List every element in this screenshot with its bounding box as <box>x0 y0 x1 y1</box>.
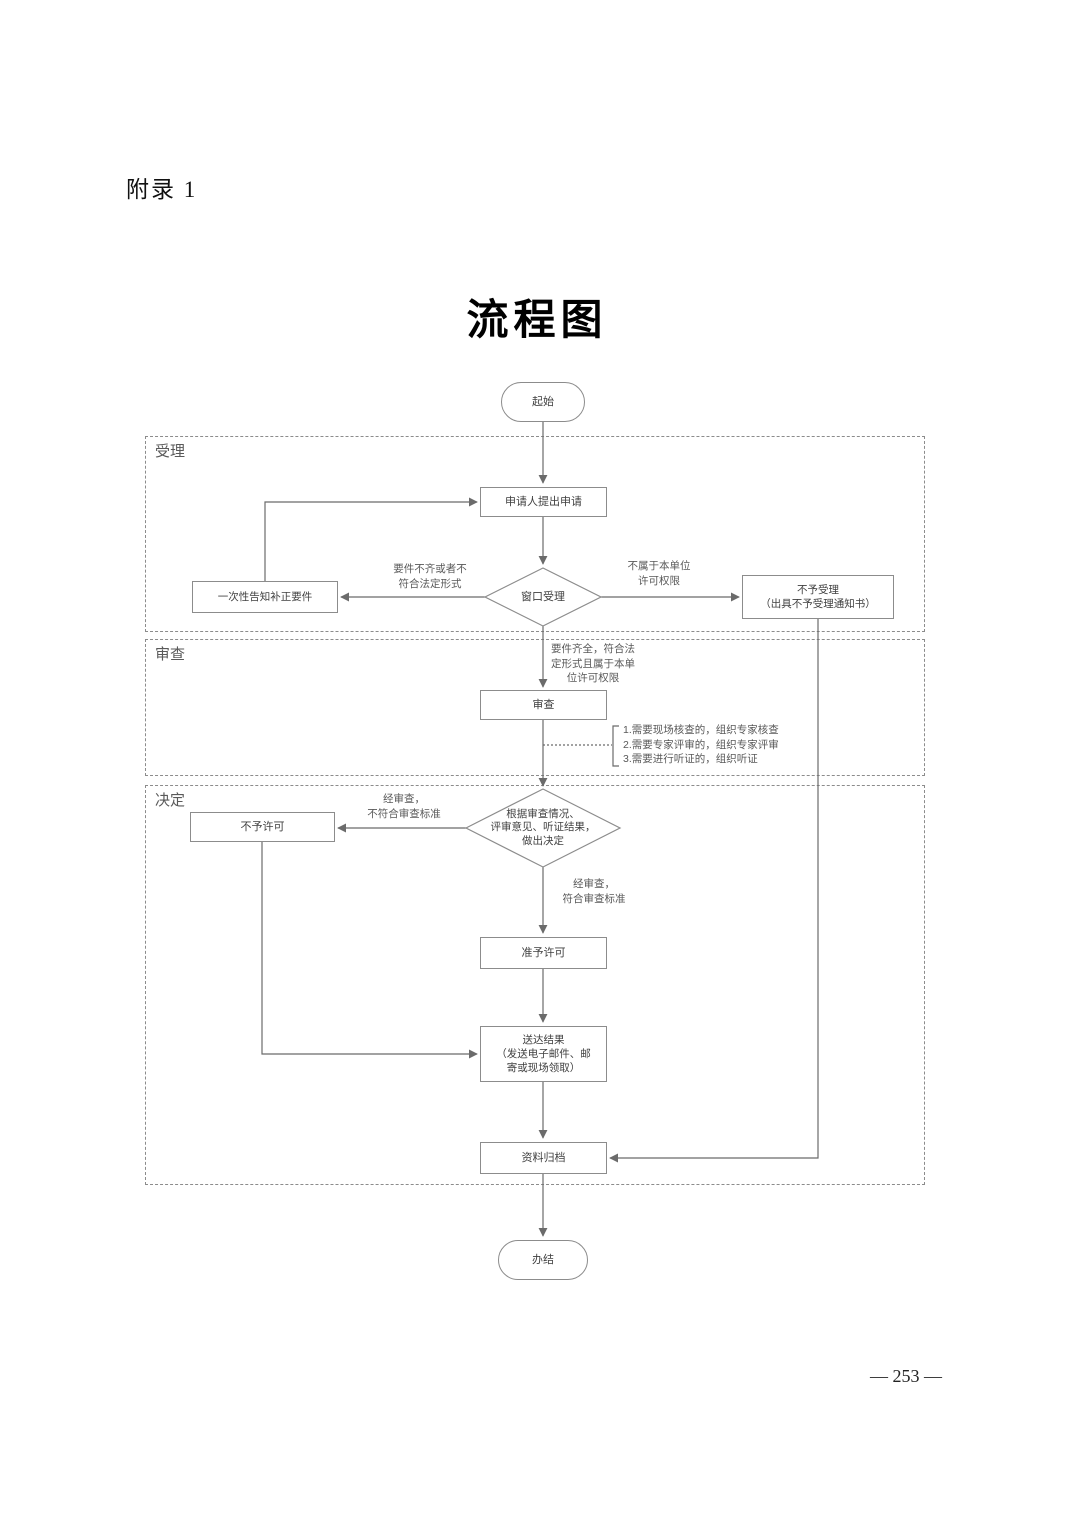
edge-label-complete: 要件齐全，符合法 定形式且属于本单 位许可权限 <box>551 643 635 685</box>
node-start-label: 起始 <box>532 395 554 408</box>
node-archive: 资料归档 <box>480 1142 607 1174</box>
node-deny-label: 不予许可 <box>240 820 285 833</box>
node-review-label: 审查 <box>532 698 555 711</box>
appendix-label: 附录 1 <box>126 177 198 202</box>
node-end: 办结 <box>498 1240 588 1280</box>
edge-label-fail-review: 经审查， 不符合审查标准 <box>367 793 441 820</box>
node-reject-label: 不予受理 （出具不予受理通知书） <box>760 583 876 610</box>
connector-lines <box>261 422 819 1237</box>
node-deny-permit: 不予许可 <box>190 812 335 842</box>
node-apply: 申请人提出申请 <box>480 487 607 517</box>
node-grant-label: 准予许可 <box>521 946 566 959</box>
decision-diamonds <box>464 567 622 868</box>
edge-label-no-authority: 不属于本单位 许可权限 <box>627 560 691 587</box>
lane-decide-label: 决定 <box>153 789 188 810</box>
node-apply-label: 申请人提出申请 <box>505 495 582 508</box>
lane-accept: 受理 <box>145 436 925 632</box>
edge-label-incomplete: 要件不齐或者不 符合法定形式 <box>393 563 467 590</box>
node-notify-label: 一次性告知补正要件 <box>217 590 313 603</box>
lane-review: 审查 <box>145 639 925 776</box>
node-start: 起始 <box>501 382 585 422</box>
edge-label-pass-review: 经审查， 符合审查标准 <box>562 878 626 905</box>
edge-label-review-notes: 1.需要现场核查的，组织专家核查 2.需要专家评审的，组织专家评审 3.需要进行… <box>623 724 779 766</box>
node-deliver-result: 送达结果 （发送电子邮件、邮 寄或现场领取） <box>480 1026 607 1082</box>
decision-diamond-shape <box>464 788 622 868</box>
node-reject-acceptance: 不予受理 （出具不予受理通知书） <box>742 575 894 619</box>
node-review: 审查 <box>480 690 607 720</box>
lane-decide: 决定 <box>145 785 925 1185</box>
lane-accept-label: 受理 <box>153 440 188 461</box>
node-end-label: 办结 <box>532 1253 554 1266</box>
page-title: 流程图 <box>466 298 608 344</box>
node-grant-permit: 准予许可 <box>480 937 607 969</box>
page-number: — 253 — <box>870 1366 942 1386</box>
node-archive-label: 资料归档 <box>521 1151 566 1164</box>
lane-review-label: 审查 <box>153 643 188 664</box>
node-deliver-label: 送达结果 （发送电子邮件、邮 寄或现场领取） <box>496 1033 591 1075</box>
node-notify-correction: 一次性告知补正要件 <box>192 581 338 613</box>
window-diamond-shape <box>483 567 603 627</box>
